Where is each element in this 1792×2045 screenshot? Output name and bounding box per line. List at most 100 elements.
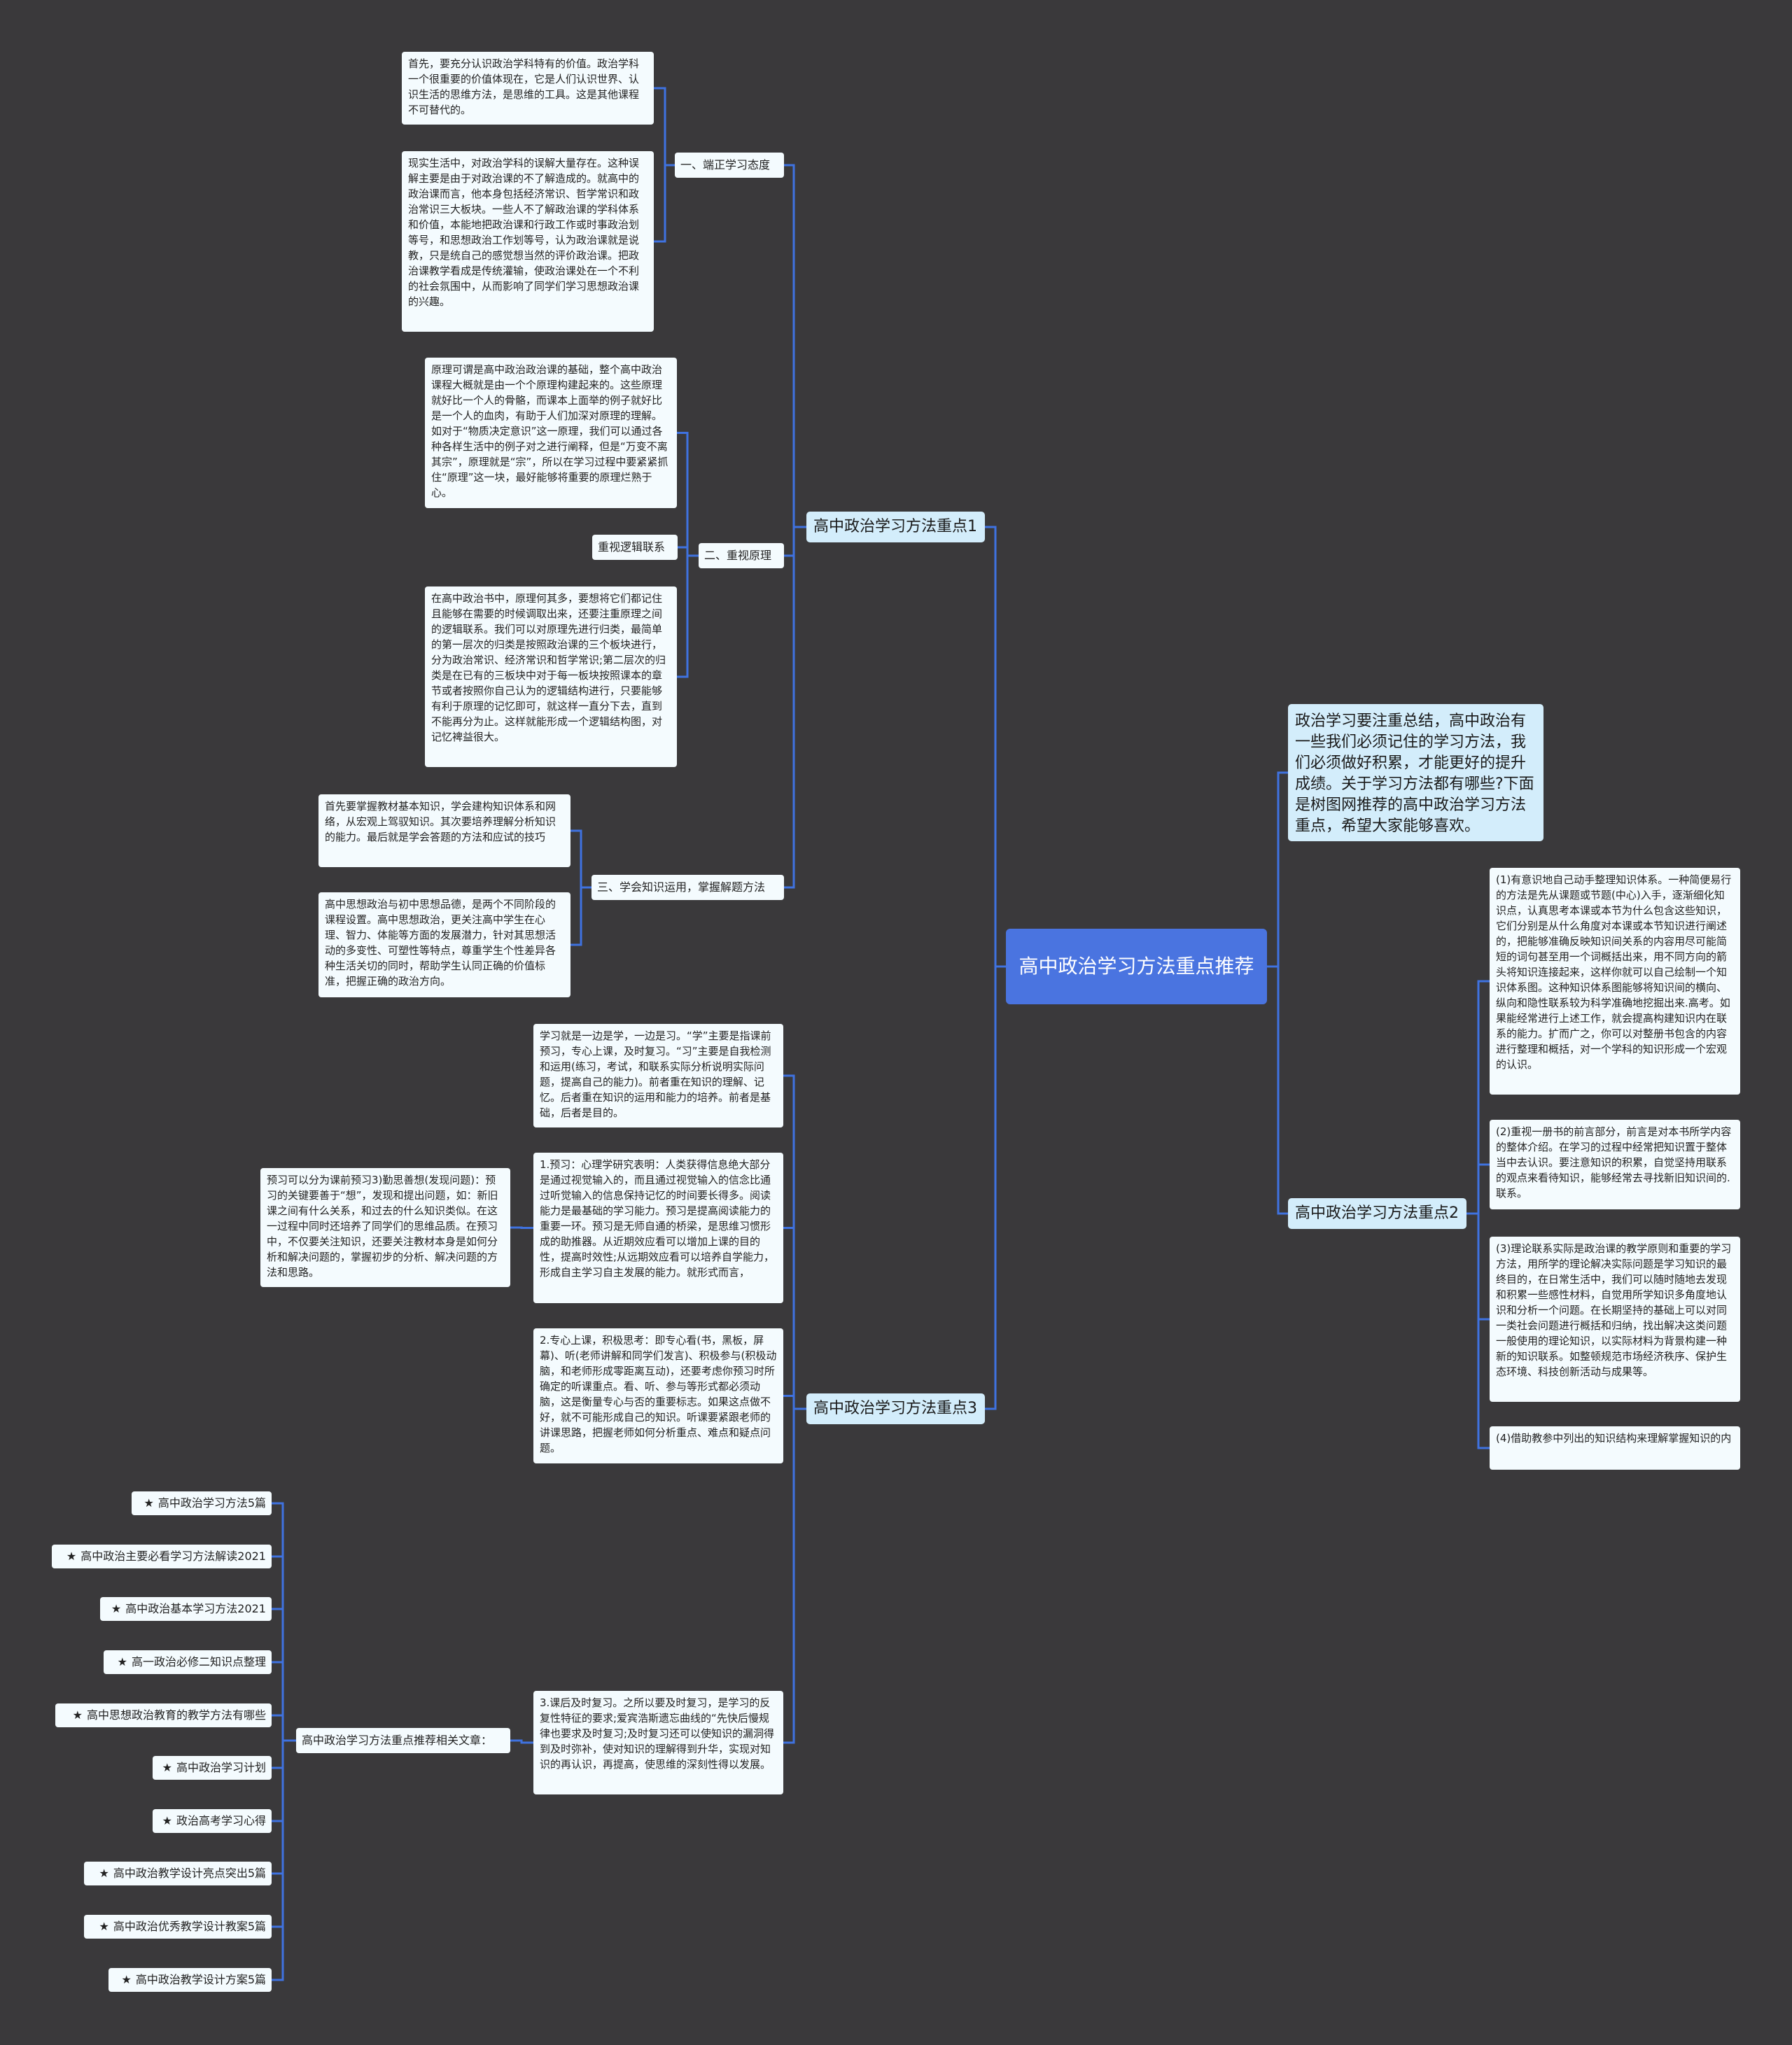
related-article-link[interactable]: ★高中政治教学设计方案5篇 (108, 1968, 272, 1992)
section-attitude-node[interactable]: 一、端正学习态度 (675, 153, 784, 178)
logic-link-label: 重视逻辑联系 (598, 540, 666, 554)
star-icon: ★ (144, 1496, 154, 1510)
root-node[interactable]: 高中政治学习方法重点推荐 (1006, 929, 1267, 1004)
topic-2-item-4: (4)借助教参中列出的知识结构来理解掌握知识的内 (1490, 1426, 1740, 1470)
paragraph-text: 学习就是一边是学，一边是习。“学”主要是指课前预习，专心上课，及时复习。“习”主… (540, 1029, 771, 1119)
related-articles-title: 高中政治学习方法重点推荐相关文章： (302, 1734, 493, 1747)
related-article-label: 高中政治学习方法5篇 (158, 1496, 266, 1510)
paragraph-text: (3)理论联系实际是政治课的教学原则和重要的学习方法，用所学的理论解决实际问题是… (1496, 1242, 1732, 1378)
paragraph-text: 在高中政治书中，原理何其多，要想将它们都记住且能够在需要的时候调取出来，还要注重… (431, 592, 666, 743)
topic-2-node[interactable]: 高中政治学习方法重点2 (1288, 1198, 1466, 1229)
connector-line (1267, 965, 1288, 1215)
related-article-link[interactable]: ★高中政治基本学习方法2021 (100, 1597, 272, 1621)
connector-line (985, 526, 1006, 968)
topic-3-preview-detail: 预习可以分为课前预习3)勤思善想(发现问题)：预习的关键要善于“想”，发现和提出… (260, 1168, 510, 1287)
connector-line (783, 1407, 806, 1744)
related-article-link[interactable]: ★ 高中政治学习方法5篇 (132, 1491, 272, 1515)
topic-2-title: 高中政治学习方法重点2 (1295, 1204, 1459, 1222)
section-application-title: 三、学会知识运用，掌握解题方法 (597, 880, 766, 894)
principles-paragraph-1: 原理可谓是高中政治政治课的基础，整个高中政治课程大概就是由一个个原理构建起来的。… (425, 358, 677, 508)
related-article-label: 高中政治学习计划 (176, 1761, 266, 1774)
star-icon: ★ (111, 1602, 122, 1615)
related-articles-node[interactable]: 高中政治学习方法重点推荐相关文章： (296, 1728, 510, 1753)
star-icon: ★ (99, 1867, 109, 1880)
connector-line (677, 432, 699, 557)
paragraph-text: 3.课后及时复习。之所以要及时复习，是学习的反复性特征的要求;爱宾浩斯遗忘曲线的… (540, 1696, 775, 1771)
section-principles-title: 二、重视原理 (704, 549, 772, 562)
connector-line (654, 87, 675, 167)
topic-2-item-3: (3)理论联系实际是政治课的教学原则和重要的学习方法，用所学的理论解决实际问题是… (1490, 1237, 1740, 1402)
related-article-label: 高中思想政治教育的教学方法有哪些 (86, 1708, 266, 1722)
application-paragraph-2: 高中思想政治与初中思想品德，是两个不同阶段的课程设置。高中思想政治，更关注高中学… (318, 892, 570, 997)
paragraph-text: (2)重视一册书的前言部分，前言是对本书所学内容的整体介绍。在学习的过程中经常把… (1496, 1125, 1732, 1200)
star-icon: ★ (121, 1973, 132, 1986)
connector-line (678, 546, 699, 557)
topic-1-title: 高中政治学习方法重点1 (813, 518, 977, 535)
paragraph-text: 预习可以分为课前预习3)勤思善想(发现问题)：预习的关键要善于“想”，发现和提出… (267, 1174, 498, 1279)
paragraph-text: 高中思想政治与初中思想品德，是两个不同阶段的课程设置。高中思想政治，更关注高中学… (325, 898, 556, 988)
related-article-label: 高中政治教学设计亮点突出5篇 (113, 1867, 266, 1880)
connector-line (1267, 771, 1288, 968)
connector-line (1466, 1212, 1490, 1449)
related-article-label: 高中政治教学设计方案5篇 (135, 1973, 266, 1986)
attitude-paragraph-2: 现实生活中，对政治学科的误解大量存在。这种误解主要是由于对政治课的不了解造成的。… (402, 151, 654, 332)
connector-line (784, 526, 806, 889)
paragraph-text: 1.预习：心理学研究表明：人类获得信息绝大部分是通过视觉输入的，而且通过视觉输入… (540, 1158, 775, 1279)
connector-line (677, 554, 699, 678)
paragraph-text: 首先，要充分认识政治学科特有的价值。政治学科一个很重要的价值体现在，它是人们认识… (408, 57, 640, 116)
intro-node[interactable]: 政治学习要注重总结，高中政治有一些我们必须记住的学习方法，我们必须做好积累，才能… (1288, 704, 1544, 841)
paragraph-text: 现实生活中，对政治学科的误解大量存在。这种误解主要是由于对政治课的不了解造成的。… (408, 157, 640, 308)
topic-2-item-2: (2)重视一册书的前言部分，前言是对本书所学内容的整体介绍。在学习的过程中经常把… (1490, 1120, 1740, 1209)
connector-line (784, 164, 806, 528)
section-application-node[interactable]: 三、学会知识运用，掌握解题方法 (592, 875, 784, 900)
paragraph-text: (4)借助教参中列出的知识结构来理解掌握知识的内 (1496, 1432, 1732, 1445)
topic-3-preview-paragraph: 1.预习：心理学研究表明：人类获得信息绝大部分是通过视觉输入的，而且通过视觉输入… (533, 1153, 783, 1303)
connector-line (985, 965, 1006, 1410)
related-article-label: 高中政治主要必看学习方法解读2021 (80, 1549, 266, 1563)
topic-3-review-paragraph: 3.课后及时复习。之所以要及时复习，是学习的反复性特征的要求;爱宾浩斯遗忘曲线的… (533, 1691, 783, 1794)
related-article-link[interactable]: ★ 高中政治教学设计亮点突出5篇 (84, 1862, 272, 1885)
logic-link-label-node[interactable]: 重视逻辑联系 (592, 535, 678, 560)
related-article-link[interactable]: ★高中政治主要必看学习方法解读2021 (52, 1545, 272, 1568)
star-icon: ★ (72, 1708, 83, 1722)
related-article-link[interactable]: ★高中思想政治教育的教学方法有哪些 (55, 1703, 272, 1727)
paragraph-text: 首先要掌握教材基本知识，学会建构知识体系和网络，从宏观上驾驭知识。其次要培养理解… (325, 800, 556, 843)
topic-1-node[interactable]: 高中政治学习方法重点1 (806, 512, 985, 542)
connector-line (783, 1395, 806, 1410)
star-icon: ★ (117, 1655, 127, 1668)
related-article-link[interactable]: ★政治高考学习心得 (153, 1809, 272, 1833)
topic-3-study-paragraph: 学习就是一边是学，一边是习。“学”主要是指课前预习，专心上课，及时复习。“习”主… (533, 1024, 783, 1127)
star-icon: ★ (99, 1920, 109, 1933)
paragraph-text: (1)有意识地自己动手整理知识体系。一种简便易行的方法是先从课题或节题(中心)入… (1496, 873, 1732, 1071)
connector-line (783, 1227, 806, 1410)
connector-line (570, 829, 592, 889)
topic-3-title: 高中政治学习方法重点3 (813, 1400, 977, 1417)
connector-line (272, 1714, 296, 1742)
connector-line (784, 526, 806, 557)
connector-line (654, 164, 675, 243)
principles-paragraph-2: 在高中政治书中，原理何其多，要想将它们都记住且能够在需要的时候调取出来，还要注重… (425, 586, 677, 767)
related-article-label: 高一政治必修二知识点整理 (131, 1655, 266, 1668)
related-article-link[interactable]: ★ 高中政治学习计划 (153, 1756, 272, 1780)
related-article-link[interactable]: ★ 高中政治优秀教学设计教案5篇 (84, 1915, 272, 1939)
star-icon: ★ (162, 1761, 172, 1774)
application-paragraph-1: 首先要掌握教材基本知识，学会建构知识体系和网络，从宏观上驾驭知识。其次要培养理解… (318, 794, 570, 867)
topic-3-class-paragraph: 2.专心上课，积极思考：即专心看(书，黑板，屏幕)、听(老师讲解和同学们发言)、… (533, 1328, 783, 1463)
section-principles-node[interactable]: 二、重视原理 (699, 543, 784, 568)
topic-3-node[interactable]: 高中政治学习方法重点3 (806, 1393, 985, 1424)
topic-2-item-1: (1)有意识地自己动手整理知识体系。一种简便易行的方法是先从课题或节题(中心)入… (1490, 868, 1740, 1095)
related-article-label: 高中政治基本学习方法2021 (125, 1602, 266, 1615)
paragraph-text: 2.专心上课，积极思考：即专心看(书，黑板，屏幕)、听(老师讲解和同学们发言)、… (540, 1334, 777, 1454)
connector-line (570, 886, 592, 946)
related-article-link[interactable]: ★ 高一政治必修二知识点整理 (104, 1650, 272, 1674)
star-icon: ★ (66, 1549, 77, 1563)
attitude-paragraph-1: 首先，要充分认识政治学科特有的价值。政治学科一个很重要的价值体现在，它是人们认识… (402, 52, 654, 125)
star-icon: ★ (162, 1814, 172, 1827)
connector-line (1466, 1163, 1490, 1215)
intro-text: 政治学习要注重总结，高中政治有一些我们必须记住的学习方法，我们必须做好积累，才能… (1295, 712, 1534, 835)
related-article-label: 高中政治优秀教学设计教案5篇 (113, 1920, 266, 1933)
root-title: 高中政治学习方法重点推荐 (1018, 955, 1254, 978)
connector-line (272, 1739, 296, 1981)
